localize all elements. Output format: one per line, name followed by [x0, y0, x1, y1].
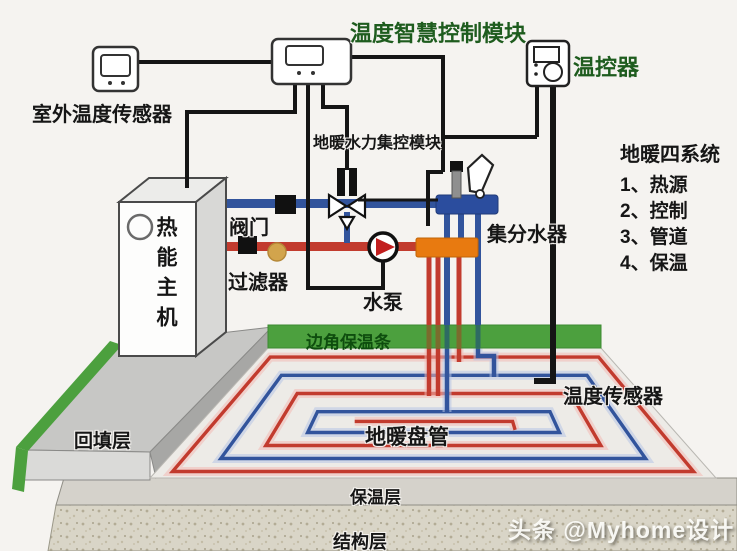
legend-item: 2、控制 — [620, 201, 688, 222]
manifold-sensor-icon — [450, 161, 463, 199]
label-heat-unit: 热能主机 — [154, 216, 177, 336]
watermark: 头条 @Myhome设计家 — [508, 517, 735, 543]
floor-feed-pipes — [424, 348, 499, 412]
legend-four-systems: 地暖四系统 1、热源 2、控制 3、管道 4、保温 — [620, 138, 720, 277]
manifold-gauge-icon — [466, 153, 495, 199]
manifold-blue-bar — [435, 194, 499, 215]
pipes-through-strip — [426, 325, 481, 348]
label-edge-insulation: 边角保温条 — [306, 333, 391, 352]
label-hydraulic-module: 地暖水力集控模块 — [313, 135, 442, 152]
coil-group — [162, 352, 704, 476]
control-wires — [137, 55, 539, 290]
coil-pipe — [262, 391, 604, 448]
outdoor-sensor-device — [91, 45, 140, 93]
label-coil: 地暖盘管 — [365, 426, 449, 449]
label-floor-sensor: 温度传感器 — [563, 386, 663, 408]
label-thermostat: 温控器 — [573, 55, 640, 80]
label-manifold: 集分水器 — [487, 224, 567, 246]
manifold-down-pipes — [426, 214, 481, 325]
coil-pipe — [217, 373, 649, 461]
label-valve: 阀门 — [229, 217, 269, 239]
label-smart-control: 温度智慧控制模块 — [350, 21, 527, 46]
water-pump-icon — [367, 231, 399, 263]
legend-title: 地暖四系统 — [620, 144, 720, 166]
label-backfill: 回填层 — [74, 431, 132, 452]
label-pump: 水泵 — [363, 292, 403, 314]
filter-icon — [267, 242, 287, 262]
manifold-orange-bar — [415, 237, 479, 258]
legend-item: 3、管道 — [620, 227, 688, 248]
label-filter: 过滤器 — [228, 272, 288, 294]
control-module-device — [270, 37, 353, 86]
edge-insulation-left — [16, 341, 122, 451]
label-outdoor-sensor: 室外温度传感器 — [32, 104, 172, 126]
legend-item: 1、热源 — [620, 175, 688, 196]
shutoff-valve-red-icon — [238, 236, 257, 254]
edge-insulation-strip — [267, 324, 602, 349]
edge-insulation-corner — [12, 447, 28, 492]
heat-unit — [116, 175, 229, 359]
floor-temp-probe — [534, 86, 556, 384]
red-pipe — [224, 242, 422, 251]
label-insulation: 保温层 — [350, 488, 401, 507]
label-structure: 结构层 — [333, 532, 387, 551]
shutoff-valve-blue-icon — [275, 195, 296, 214]
legend-item: 4、保温 — [620, 253, 688, 274]
coil-pipe — [304, 410, 563, 435]
coil-pipe — [354, 419, 517, 431]
thermostat-device — [525, 39, 571, 88]
